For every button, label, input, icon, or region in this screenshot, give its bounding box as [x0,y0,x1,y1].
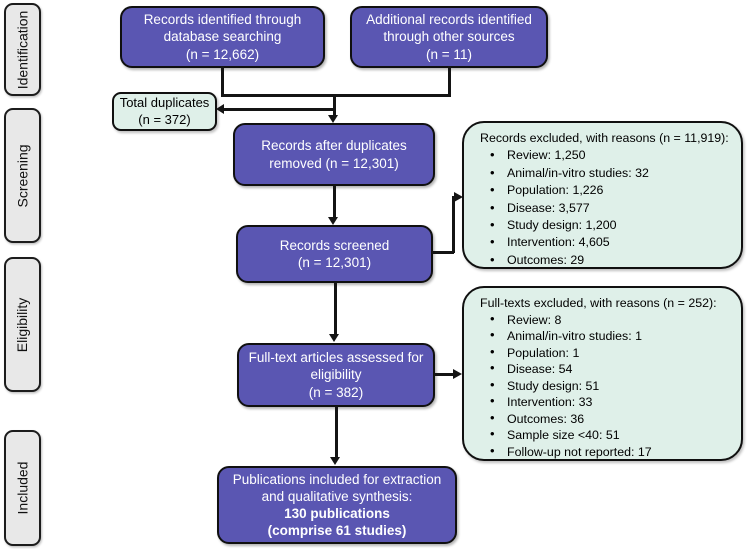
connector-merge-down [333,94,336,117]
text-line: Additional records identified [366,12,532,28]
connector-screened-elbow-v [452,196,455,253]
stage-label: Eligibility [14,297,31,352]
stage-label: Screening [14,143,31,208]
stage-eligibility: Eligibility [4,257,41,392]
exclusion-item: Intervention: 4,605 [478,233,733,251]
text-line: 130 publications [284,506,390,521]
arrowhead-to-after-duplicates [328,115,338,123]
text-line: and qualitative synthesis: [261,488,413,504]
text-line: (n = 12,662) [185,46,260,62]
connector-fulltext-to-excluded [434,373,455,376]
exclusion-list: Review: 8 Animal/in-vitro studies: 1 Pop… [478,311,733,461]
node-fulltext-assessed: Full-text articles assessed for eligibil… [237,343,435,407]
stage-identification: Identification [4,3,41,96]
text-line: through other sources [383,29,515,45]
arrowhead-to-records-excluded [454,192,463,202]
exclusion-item: Disease: 3,577 [478,199,733,217]
exclusion-item: Study design: 51 [478,377,733,395]
arrowhead-to-fulltext [329,334,339,342]
exclusion-item: Animal/in-vitro studies: 1 [478,327,733,345]
node-records-screened: Records screened (n = 12,301) [236,225,433,283]
exclusion-item: Review: 8 [478,311,733,329]
exclusion-item: Outcomes: 29 [478,251,733,269]
text-line: (n = 372) [138,111,191,127]
text-line: Total duplicates [119,94,210,110]
text-line: Records after duplicates [261,138,407,154]
connector-db-down [221,66,224,96]
text-line: Records identified through [143,12,302,28]
text-line: (comprise 61 studies) [267,523,407,539]
node-publications-included: Publications included for extraction and… [217,466,457,544]
text-line: removed (n = 12,301) [269,155,399,171]
text-line: Records screened [279,237,390,253]
note-title: Records excluded, with reasons (n = 11,9… [480,131,729,145]
exclusion-list: Review: 1,250 Animal/in-vitro studies: 3… [478,146,733,269]
note-fulltexts-excluded: Full-texts excluded, with reasons (n = 2… [462,286,743,461]
node-after-duplicates: Records after duplicates removed (n = 12… [233,123,435,186]
text-line: database searching [163,29,282,45]
exclusion-item: Follow-up not reported: 17 [478,443,733,461]
connector-merge-horizontal [221,94,451,97]
arrowhead-to-included [330,457,340,465]
connector-to-duplicates [224,108,335,111]
node-records-identified: Records identified through database sear… [120,6,325,68]
connector-dedup-to-screened [333,185,336,218]
note-records-excluded: Records excluded, with reasons (n = 11,9… [462,121,743,269]
note-title: Full-texts excluded, with reasons (n = 2… [480,296,717,310]
text-line: Full-text articles assessed for [248,350,424,366]
exclusion-item: Disease: 54 [478,360,733,378]
stage-included: Included [4,430,41,546]
text-line: (n = 382) [308,384,364,400]
note-total-duplicates: Total duplicates (n = 372) [112,92,217,131]
connector-other-down [448,66,451,96]
exclusion-item: Animal/in-vitro studies: 32 [478,164,733,182]
node-additional-records: Additional records identified through ot… [350,6,548,68]
exclusion-item: Population: 1,226 [478,181,733,199]
text-line: (n = 12,301) [297,255,372,270]
exclusion-item: Sample size <40: 51 [478,426,733,444]
arrowhead-to-duplicates [216,104,224,114]
exclusion-item: Study design: 1,200 [478,216,733,234]
stage-label: Identification [14,10,31,89]
connector-fulltext-to-included [335,406,338,458]
text-line: Publications included for extraction [232,471,442,487]
exclusion-item: Outcomes: 36 [478,410,733,428]
stage-screening: Screening [4,108,41,243]
arrowhead-to-screened [328,217,338,225]
arrowhead-to-fulltexts-excluded [453,369,462,379]
connector-screened-elbow-h [432,251,454,254]
exclusion-item: Review: 1,250 [478,146,733,164]
stage-label: Included [14,461,31,515]
connector-screened-to-fulltext [334,282,337,335]
text-line: eligibility [310,367,362,383]
text-line: (n = 11) [426,46,472,62]
exclusion-item: Population: 1 [478,344,733,362]
exclusion-item: Intervention: 33 [478,393,733,411]
